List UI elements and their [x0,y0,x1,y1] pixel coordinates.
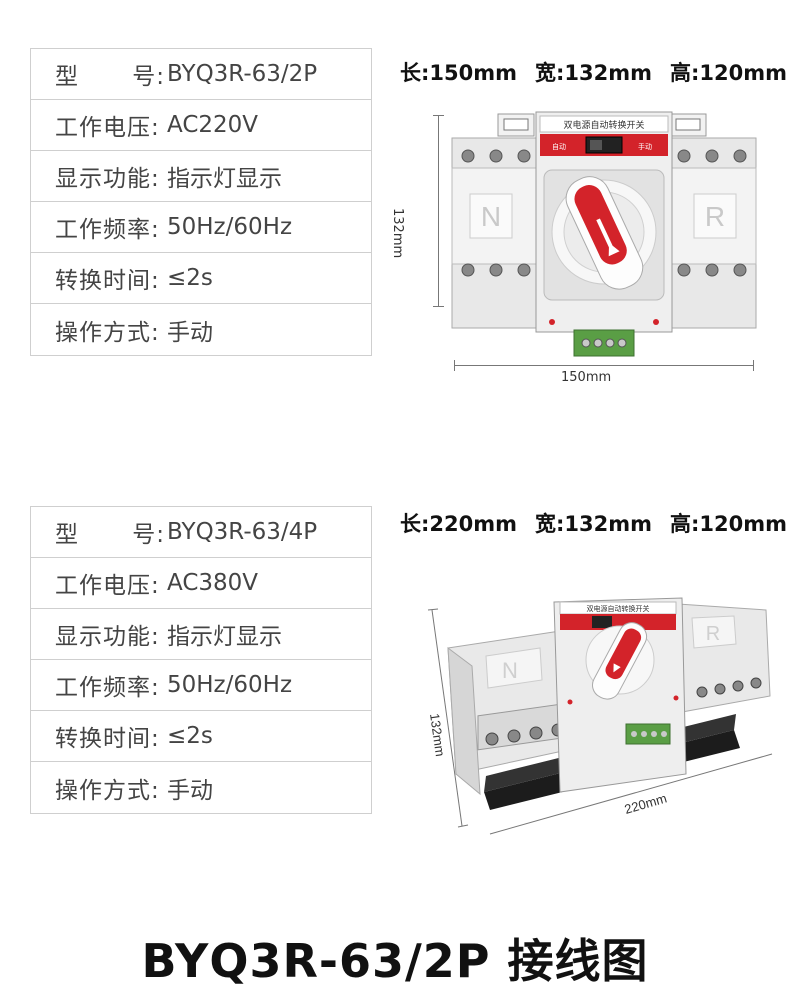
height-dimension-text: 132mm [390,208,405,259]
source-n-mark: N [502,658,518,683]
spec-table-2p: 型 号: BYQ3R-63/2P 工作电压: AC220V 显示功能: 指示灯显… [30,48,372,356]
wiring-diagram-title: BYQ3R-63/2P 接线图 [141,934,649,988]
spec-value: BYQ3R-63/2P [167,61,318,87]
spec-value: AC220V [167,112,259,138]
spec-label: 工作电压: [55,573,160,599]
spec-row-display: 显示功能: 指示灯显示 [31,609,371,660]
spec-value: 手动 [167,319,213,346]
spec-value: ≤2s [167,723,213,749]
length-label: 长:220mm [400,512,517,536]
spec-label: 操作方式: [55,319,160,346]
dimension-tick [433,306,444,307]
switch-2p-illustration: N R 双电源自动转换开关 自动 手动 [451,111,757,357]
spec-row-operation: 操作方式: 手动 [31,762,371,813]
spec-value: 指示灯显示 [167,166,282,192]
dimension-tick [454,360,455,371]
switch-4p-illustration: 132mm 220mm N R 双电源自动转换开关 [427,597,773,835]
height-dimension-line [438,115,439,307]
manual-label: 手动 [638,142,652,151]
spec-label: 工作频率: [55,217,160,243]
spec-row-display: 显示功能: 指示灯显示 [31,151,371,202]
width-label: 宽:132mm [535,61,652,85]
spec-label: 型 号: [55,64,165,90]
width-label: 宽:132mm [535,512,652,536]
spec-label: 转换时间: [55,726,160,752]
panel-title-text: 双电源自动转换开关 [587,604,650,613]
spec-label: 型 号: [55,522,165,548]
spec-row-voltage: 工作电压: AC220V [31,100,371,151]
spec-row-voltage: 工作电压: AC380V [31,558,371,609]
spec-table-4p: 型 号: BYQ3R-63/4P 工作电压: AC380V 显示功能: 指示灯显… [30,506,372,814]
spec-label: 操作方式: [55,777,160,804]
spec-label: 转换时间: [55,268,160,294]
dimension-tick [753,360,754,371]
spec-row-frequency: 工作频率: 50Hz/60Hz [31,202,371,253]
dimension-tick [433,115,444,116]
width-dimension-line [454,365,754,366]
spec-value: 手动 [167,777,213,804]
panel-title-text: 双电源自动转换开关 [563,119,644,131]
spec-label: 显示功能: [55,624,160,650]
spec-value: 50Hz/60Hz [167,672,293,698]
spec-row-model: 型 号: BYQ3R-63/4P [31,507,371,558]
source-r-mark: R [706,623,720,645]
spec-label: 工作频率: [55,675,160,701]
source-n-mark: N [481,201,501,232]
spec-row-model: 型 号: BYQ3R-63/2P [31,49,371,100]
height-label: 高:120mm [670,61,787,85]
spec-value: BYQ3R-63/4P [167,519,318,545]
dimensions-4p: 长:220mm 宽:132mm 高:120mm [400,508,787,538]
source-r-mark: R [705,201,725,232]
spec-label: 显示功能: [55,166,160,192]
height-label: 高:120mm [670,512,787,536]
spec-value: ≤2s [167,265,213,291]
spec-value: 50Hz/60Hz [167,214,293,240]
spec-value: AC380V [167,570,259,596]
height-dimension-text: 132mm [427,712,448,757]
spec-row-switch-time: 转换时间: ≤2s [31,711,371,762]
length-label: 长:150mm [400,61,517,85]
spec-label: 工作电压: [55,115,160,141]
width-dimension-text: 150mm [561,370,612,385]
auto-label: 自动 [552,142,566,151]
spec-row-switch-time: 转换时间: ≤2s [31,253,371,304]
spec-row-operation: 操作方式: 手动 [31,304,371,355]
spec-value: 指示灯显示 [167,624,282,650]
dimensions-2p: 长:150mm 宽:132mm 高:120mm [400,57,787,87]
spec-row-frequency: 工作频率: 50Hz/60Hz [31,660,371,711]
